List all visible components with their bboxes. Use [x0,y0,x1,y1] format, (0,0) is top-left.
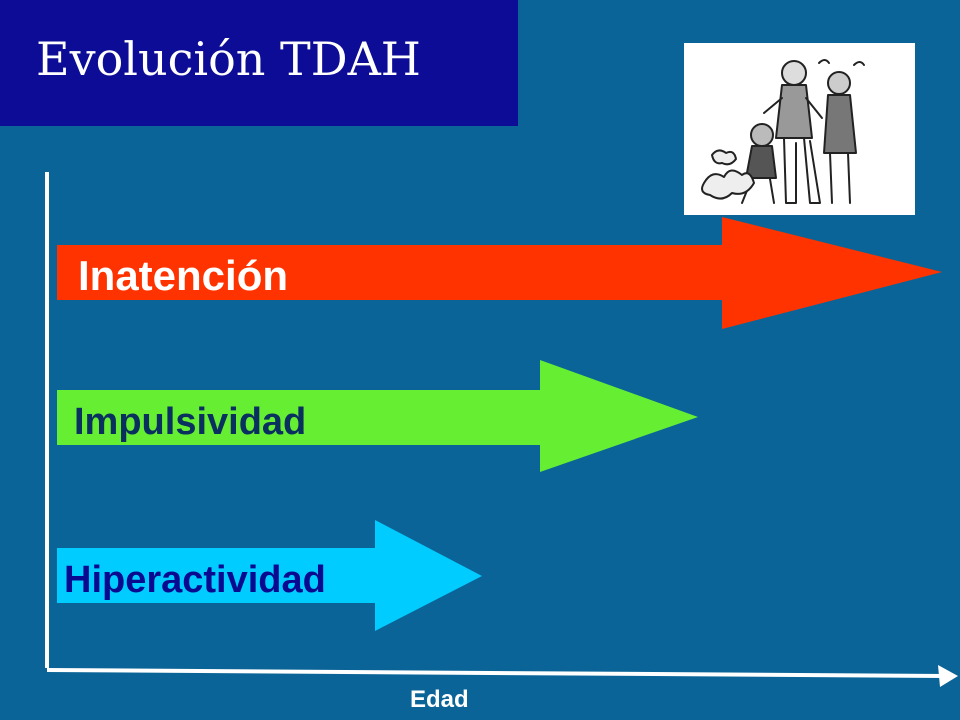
impulsividad-label: Impulsividad [74,401,306,443]
inatencion-arrow [57,217,942,329]
cartoon-family-icon [684,43,915,215]
title-banner: Evolución TDAH [0,0,518,126]
x-axis-line [46,668,946,678]
inatencion-label: Inatención [78,252,288,299]
hiperactividad-label: Hiperactividad [64,559,326,601]
hiperactividad-arrow [57,520,482,631]
impulsividad-arrow [57,360,698,472]
x-axis-arrowhead [938,665,958,687]
x-axis-label: Edad [410,686,469,713]
slide-title: Evolución TDAH [36,32,421,86]
